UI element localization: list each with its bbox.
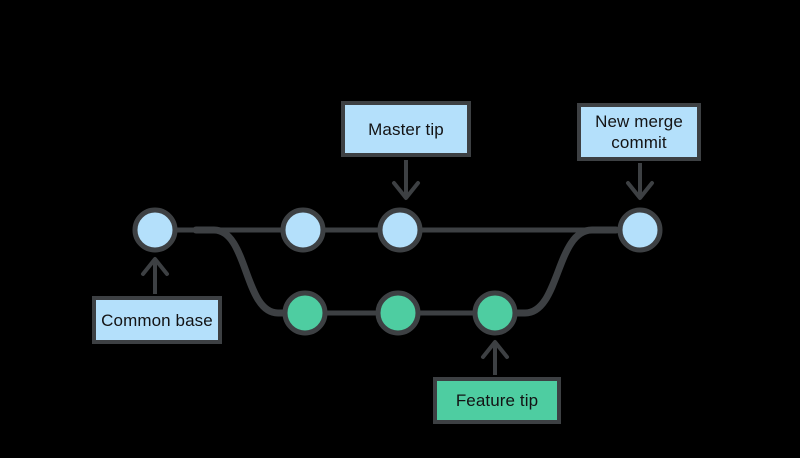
arrow-head — [481, 340, 509, 359]
branch-off-curve — [192, 226, 309, 317]
label-box-new-merge-commit[interactable]: New merge commit — [577, 103, 701, 161]
merge-curve — [491, 226, 620, 317]
arrow-common-base-up — [141, 257, 169, 294]
arrow-head — [141, 257, 169, 276]
arrow-head — [392, 181, 420, 200]
arrow-feature-tip-up — [481, 340, 509, 375]
label-box-common-base[interactable]: Common base — [92, 296, 222, 344]
label-box-feature-tip[interactable]: Feature tip — [433, 377, 561, 424]
arrow-new-merge-commit-down — [626, 163, 654, 200]
commit-node-master-2[interactable] — [280, 207, 326, 253]
commit-node-feature-1[interactable] — [282, 290, 328, 336]
label-box-master-tip[interactable]: Master tip — [341, 101, 471, 157]
commit-node-merge-commit[interactable] — [617, 207, 663, 253]
arrow-head — [626, 181, 654, 200]
commit-node-common-base[interactable] — [132, 207, 178, 253]
arrow-master-tip-down — [392, 160, 420, 200]
commit-node-feature-2[interactable] — [375, 290, 421, 336]
commit-node-feature-tip[interactable] — [472, 290, 518, 336]
commit-node-master-tip[interactable] — [377, 207, 423, 253]
